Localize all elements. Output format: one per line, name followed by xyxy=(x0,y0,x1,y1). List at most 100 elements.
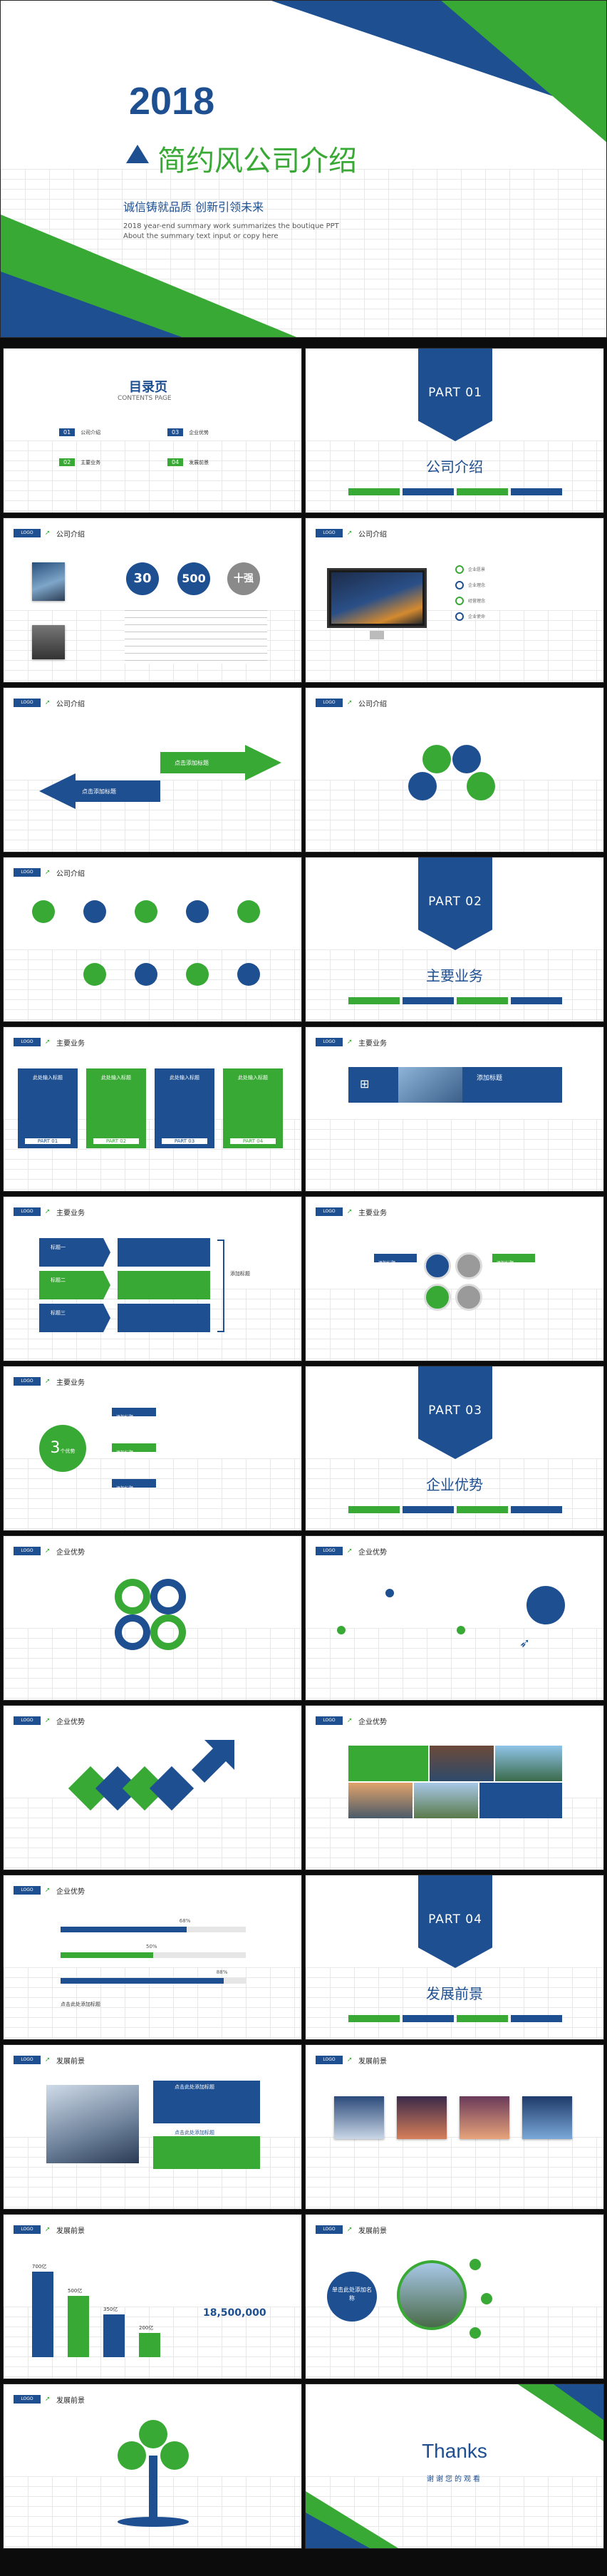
gallery-photo[interactable] xyxy=(397,2096,447,2139)
advantage-rings-slide[interactable]: LOGO➚企业优势 xyxy=(3,1535,302,1701)
part-03-slide[interactable]: PART 03 企业优势 xyxy=(305,1366,604,1531)
prospect-city-slide[interactable]: LOGO➚发展前景 单击此处添加名称 xyxy=(305,2214,604,2379)
progress-track xyxy=(61,1952,246,1958)
header-title: 公司介绍 xyxy=(358,530,387,539)
business-rows-slide[interactable]: LOGO➚主要业务 标题一 标题二 标题三 添加标题 xyxy=(3,1196,302,1361)
part-badge: PART 04 xyxy=(418,1875,492,1968)
part-04-slide[interactable]: PART 04 发展前景 xyxy=(305,1875,604,2040)
prospect-handshake-slide[interactable]: LOGO➚发展前景 点击此处添加标题 点击此处添加标题 xyxy=(3,2044,302,2210)
row-detail xyxy=(118,1271,210,1299)
arrow-icon: ➚ xyxy=(45,1208,51,1215)
slide-header: LOGO➚发展前景 xyxy=(14,2055,85,2066)
toc-item-4[interactable]: 04 发展前景 xyxy=(167,458,209,466)
hex-icon-1 xyxy=(422,745,451,773)
header-title: 企业优势 xyxy=(358,1548,387,1557)
gallery-photo[interactable] xyxy=(460,2096,509,2139)
toc-label: 公司介绍 xyxy=(81,429,101,436)
row-item[interactable]: 标题三 xyxy=(39,1304,110,1332)
part-02-slide[interactable]: PART 02 主要业务 xyxy=(305,857,604,1022)
arrow-icon: ➚ xyxy=(347,2056,353,2064)
arrow-icon: ➚ xyxy=(347,1717,353,1724)
logo-icon: LOGO xyxy=(14,1886,41,1895)
slide-header: LOGO➚发展前景 xyxy=(316,2055,387,2066)
intro-stats-slide[interactable]: LOGO➚公司介绍 30 500 十强 xyxy=(3,517,302,683)
clipboard-icon[interactable] xyxy=(186,900,209,923)
lake-photo xyxy=(495,1746,562,1781)
thanks-slide[interactable]: Thanks 谢谢您的观看 xyxy=(305,2384,604,2549)
refresh-icon[interactable] xyxy=(186,963,209,986)
intro-monitor-slide[interactable]: LOGO➚公司介绍 企业愿景 企业理念 经营理念 企业使命 xyxy=(305,517,604,683)
step-3: 添加标题 xyxy=(112,1479,156,1491)
gear-icon xyxy=(455,1252,482,1279)
toc-slide[interactable]: 目录页 CONTENTS PAGE 01 公司介绍 03 企业优势 02 主要业… xyxy=(3,348,302,513)
monitor-icon xyxy=(424,1252,451,1279)
color-bar xyxy=(348,1506,562,1513)
registered-icon[interactable] xyxy=(83,963,106,986)
chat-icon[interactable] xyxy=(32,900,55,923)
gallery-photo[interactable] xyxy=(522,2096,572,2139)
business-circles-slide[interactable]: LOGO➚主要业务 添加标题 添加标题 xyxy=(305,1196,604,1361)
header-title: 企业优势 xyxy=(56,1887,85,1896)
arrow-icon: ➚ xyxy=(347,2226,353,2233)
progress-fill xyxy=(61,1978,224,1984)
business-three-slide[interactable]: LOGO➚主要业务 3个优势 添加标题 添加标题 添加标题 xyxy=(3,1366,302,1531)
logo-icon: LOGO xyxy=(14,699,41,707)
intro-icons-slide[interactable]: LOGO➚公司介绍 xyxy=(3,857,302,1022)
logo-icon: LOGO xyxy=(14,529,41,537)
header-title: 发展前景 xyxy=(358,2057,387,2066)
toc-num: 02 xyxy=(59,458,76,466)
progress-label: 88% xyxy=(216,1969,228,1975)
send-icon[interactable] xyxy=(135,900,157,923)
thumbs-up-icon[interactable] xyxy=(135,963,157,986)
forest-photo xyxy=(414,1783,478,1818)
check-icon[interactable] xyxy=(237,963,260,986)
toc-item-3[interactable]: 03 企业优势 xyxy=(167,428,209,436)
advantage-progress-slide[interactable]: LOGO➚企业优势 68%50%88% 点击此处添加标题 xyxy=(3,1875,302,2040)
row-item[interactable]: 标题一 xyxy=(39,1238,110,1267)
toc-title: 目录页 xyxy=(129,380,167,395)
row-item[interactable]: 标题二 xyxy=(39,1271,110,1299)
stat-value: 500 xyxy=(182,572,206,585)
bar xyxy=(68,2296,89,2357)
advantage-path-slide[interactable]: LOGO➚企业优势 ➶ xyxy=(305,1535,604,1701)
prospect-tree-slide[interactable]: LOGO➚发展前景 xyxy=(3,2384,302,2549)
toc-item-2[interactable]: 02 主要业务 xyxy=(59,458,100,466)
business-window-slide[interactable]: LOGO➚主要业务 ⊞ 添加标题 xyxy=(305,1026,604,1192)
part-01-slide[interactable]: PART 01 公司介绍 xyxy=(305,348,604,513)
label-box: 添加标题 xyxy=(492,1254,535,1266)
intro-arrows-slide[interactable]: LOGO➚公司介绍 点击添加标题 点击添加标题 xyxy=(3,687,302,852)
advantage-diamonds-slide[interactable]: LOGO➚企业优势 xyxy=(3,1705,302,1870)
toc-item-1[interactable]: 01 公司介绍 xyxy=(59,428,100,436)
ring-3 xyxy=(115,1614,150,1650)
header-title: 主要业务 xyxy=(56,1039,85,1048)
arrow-icon: ➚ xyxy=(347,1547,353,1555)
cover-subtext-1: 2018 year-end summary work summarizes th… xyxy=(123,222,339,230)
people-icon[interactable] xyxy=(237,900,260,923)
slide-header: LOGO➚企业优势 xyxy=(14,1716,85,1726)
list-item: 企业使命 xyxy=(455,612,485,621)
layers-icon[interactable] xyxy=(83,900,106,923)
bar xyxy=(103,2314,125,2357)
node xyxy=(385,1589,394,1597)
advantage-photos-slide[interactable]: LOGO➚企业优势 xyxy=(305,1705,604,1870)
slide-header: LOGO➚企业优势 xyxy=(14,1885,85,1896)
prospect-gallery-slide[interactable]: LOGO➚发展前景 xyxy=(305,2044,604,2210)
intro-hex-slide[interactable]: LOGO➚公司介绍 xyxy=(305,687,604,852)
gallery-photo[interactable] xyxy=(334,2096,384,2139)
arrow-icon: ➚ xyxy=(45,2056,51,2064)
progress-track xyxy=(61,1978,246,1984)
cover-slide[interactable]: 2018 简约风公司介绍 诚信铸就品质 创新引领未来 2018 year-end… xyxy=(0,0,607,338)
city-photo xyxy=(397,2260,467,2330)
color-bar xyxy=(348,488,562,495)
part-title: 发展前景 xyxy=(426,1985,483,2002)
part-title: 公司介绍 xyxy=(426,458,483,475)
progress-fill xyxy=(61,1927,187,1932)
user-icon xyxy=(408,772,437,800)
